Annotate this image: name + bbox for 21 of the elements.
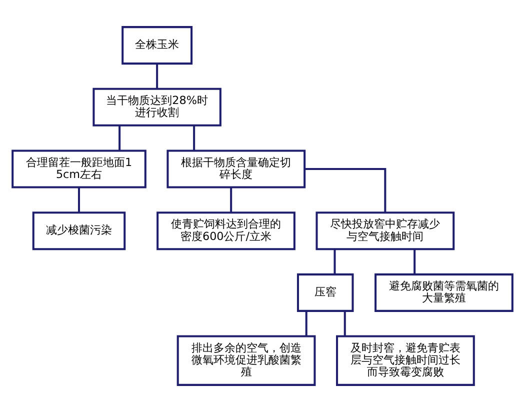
node-box: 根据干物质含量确定切碎长度	[166, 149, 306, 188]
node-box: 压窖	[296, 272, 354, 312]
connector	[334, 248, 336, 274]
node-box: 及时封窖，避免青贮表层与空气接触时间过长而导致霉变腐败	[336, 334, 475, 386]
node-box: 排出多余的空气，创造微氧环境促进乳酸菌繁殖	[176, 334, 316, 386]
node-box: 当干物质达到28%时进行收割	[92, 87, 222, 126]
connector	[193, 125, 196, 150]
node-box: 减少梭菌污染	[32, 211, 126, 250]
connector	[230, 187, 232, 212]
connector	[414, 248, 416, 274]
connector	[305, 310, 308, 336]
connector	[344, 310, 346, 336]
node-box: 使青贮饲料达到合理的密度600公斤/立米	[156, 211, 296, 250]
connector	[156, 63, 158, 88]
node-box: 全株玉米	[122, 26, 193, 64]
connector	[305, 167, 386, 212]
connector	[78, 187, 80, 212]
connector	[118, 125, 121, 150]
node-box: 尽快投放窖中贮存减少与空气接触时间	[316, 211, 455, 250]
node-box: 合理留茬一般距地面15cm左右	[12, 149, 146, 188]
node-box: 避免腐败菌等需氧菌的大量繁殖	[374, 272, 514, 312]
